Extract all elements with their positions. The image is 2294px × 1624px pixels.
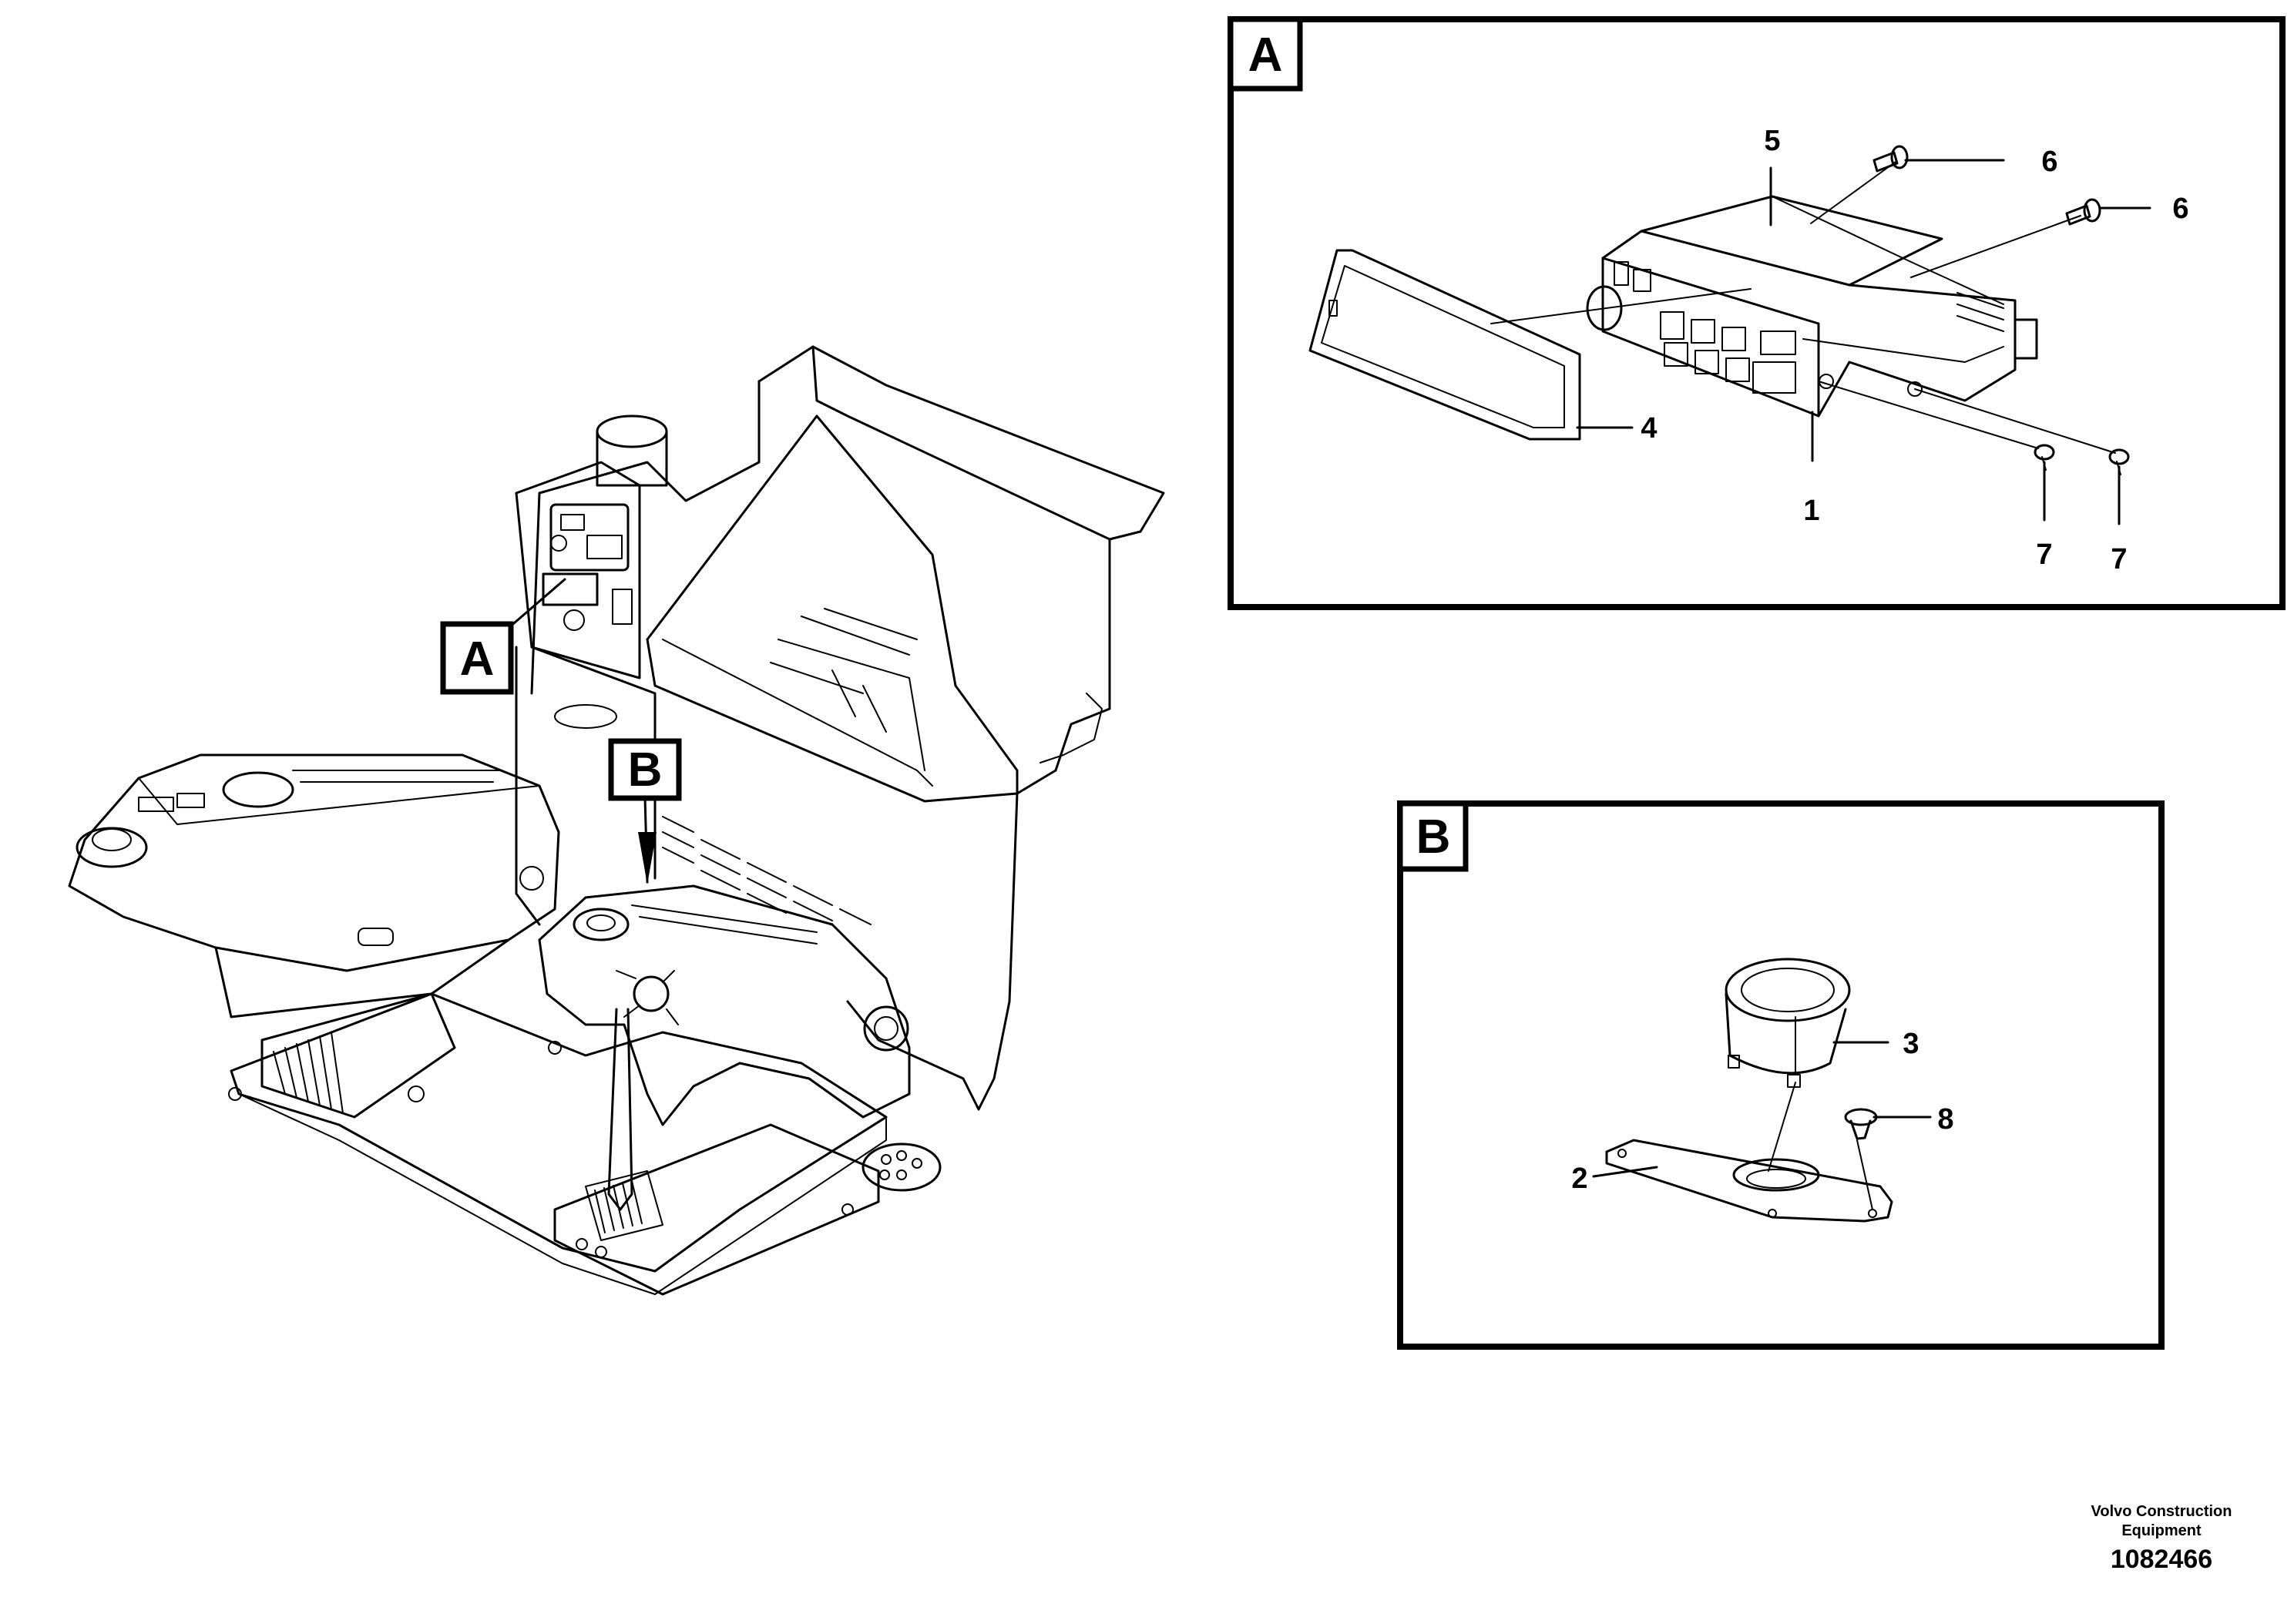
part-callout-6-lower: 6 (2172, 193, 2188, 225)
part-callout-4: 4 (1641, 412, 1657, 445)
part-callout-6-upper: 6 (2041, 146, 2057, 178)
overview-callout-a-text: A (460, 632, 495, 686)
part-callout-7-left: 7 (2036, 539, 2052, 571)
part-callout-7-right: 7 (2111, 543, 2127, 575)
footer-company-name: Volvo Construction Equipment (2091, 1503, 2232, 1539)
part-callout-1: 1 (1803, 495, 1819, 527)
overview-callout-a: A (440, 621, 514, 695)
cup-holder-drawing (1592, 958, 1932, 1223)
footer-drawing-number: 1082466 (2110, 1545, 2213, 1574)
part-callout-3: 3 (1903, 1028, 1919, 1060)
detail-view-b: B 3 8 2 (1397, 800, 2165, 1350)
detail-view-a-letter: A (1248, 29, 1283, 82)
overview-drawing (68, 345, 1165, 1296)
part-callout-8: 8 (1937, 1103, 1953, 1136)
detail-view-a: A (1228, 16, 2286, 610)
radio-unit-drawing (1308, 145, 2151, 525)
overview-callout-b-text: B (628, 743, 663, 797)
overview-callout-b: B (608, 738, 682, 801)
part-callout-2: 2 (1571, 1163, 1587, 1195)
part-callout-5: 5 (1764, 125, 1780, 157)
detail-view-b-letter: B (1416, 810, 1451, 864)
